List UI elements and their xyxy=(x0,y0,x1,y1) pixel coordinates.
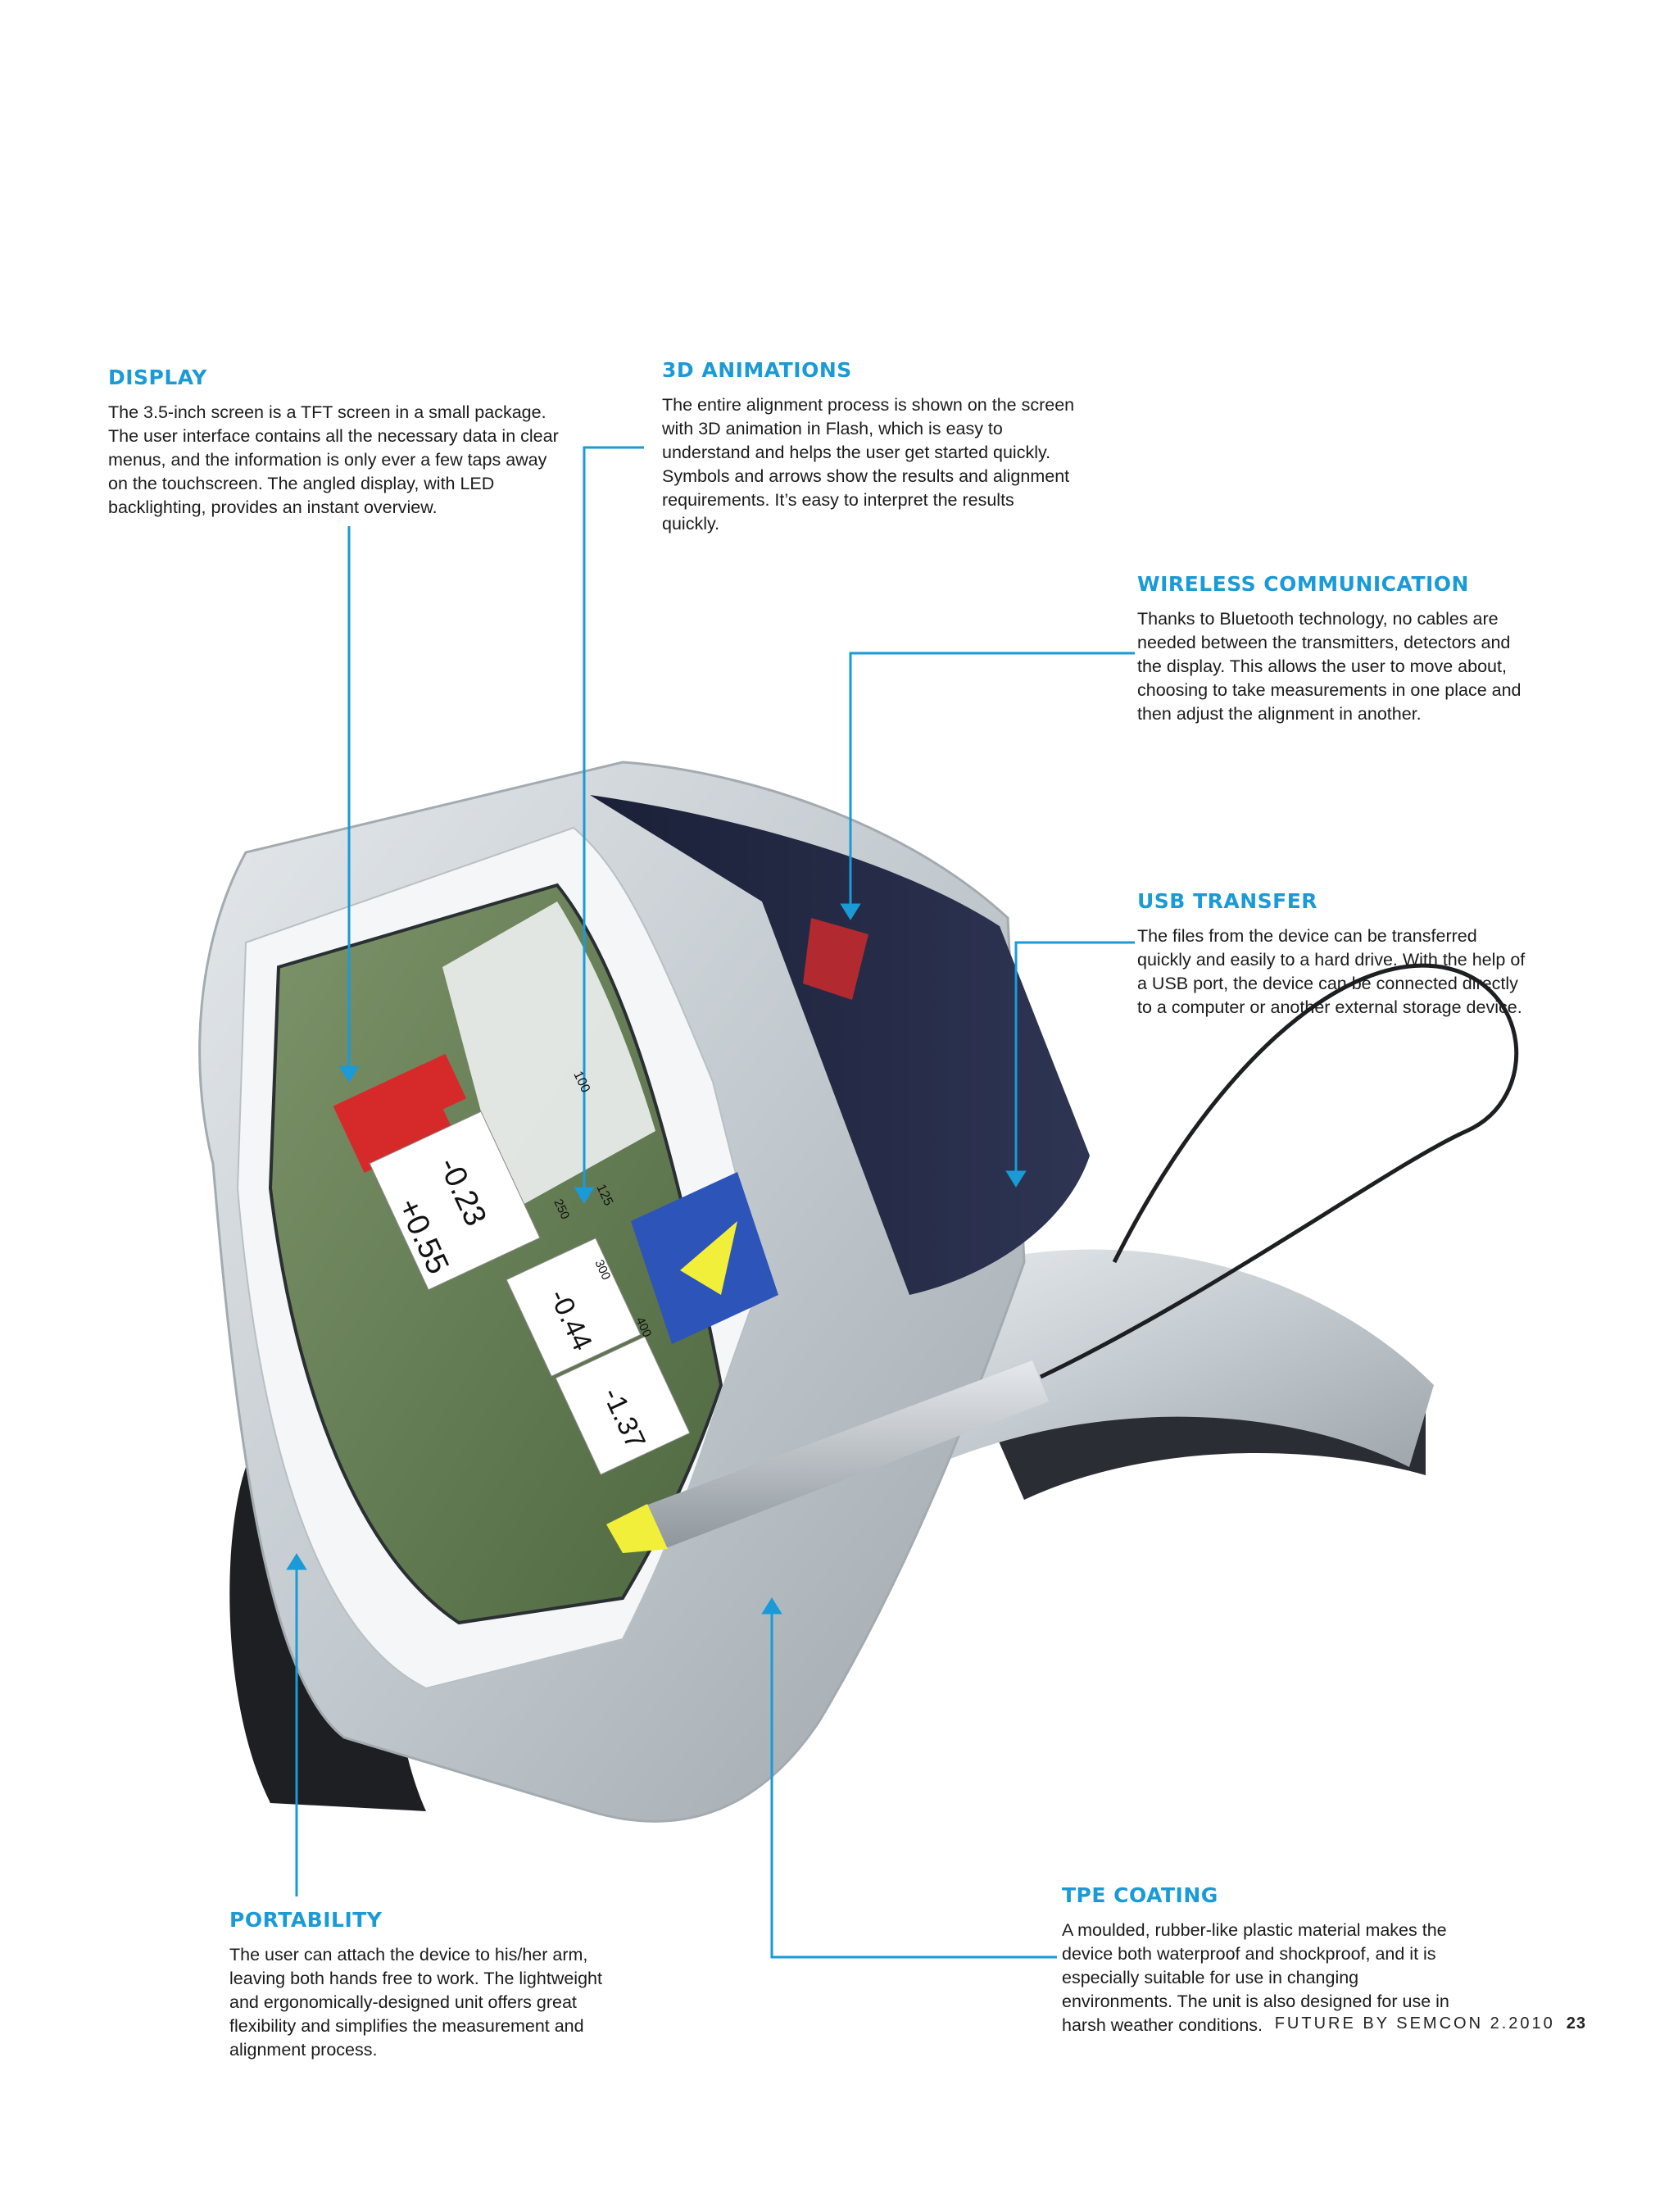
dimension-250: 250 xyxy=(551,1197,572,1222)
wireless-callout: WIRELESS COMMUNICATION Thanks to Bluetoo… xyxy=(1137,572,1531,726)
wireless-text: Thanks to Bluetooth technology, no cable… xyxy=(1137,609,1522,724)
dimension-400: 400 xyxy=(633,1315,654,1340)
value-vertical-bottom: +0.55 xyxy=(391,1193,456,1279)
page-footer: FUTURE BY SEMCON 2.2010 23 xyxy=(1275,2014,1586,2033)
tpe-leader xyxy=(770,1611,1057,1959)
tpe-heading: TPE COATING xyxy=(1062,1883,1218,1907)
animations-callout: 3D ANIMATIONS The entire alignment proce… xyxy=(662,358,1076,536)
usb-leader xyxy=(1014,941,1135,1174)
animations-heading: 3D ANIMATIONS xyxy=(662,358,852,382)
publication-name: FUTURE BY SEMCON 2.2010 xyxy=(1274,2014,1555,2033)
dimension-100: 100 xyxy=(570,1070,592,1095)
display-text: The 3.5-inch screen is a TFT screen in a… xyxy=(108,402,559,517)
stylus xyxy=(639,1360,1049,1549)
page-number: 23 xyxy=(1566,2014,1586,2033)
display-callout: DISPLAY The 3.5-inch screen is a TFT scr… xyxy=(108,366,567,520)
animations-leader xyxy=(583,446,644,1190)
wireless-heading: WIRELESS COMMUNICATION xyxy=(1137,572,1469,596)
dimension-300: 300 xyxy=(592,1258,613,1283)
usb-heading: USB TRANSFER xyxy=(1137,889,1318,913)
wireless-leader xyxy=(849,652,1135,906)
value-vertical-top: -0.23 xyxy=(432,1152,493,1231)
portability-text: The user can attach the device to his/he… xyxy=(229,1945,602,2060)
device-back-housing xyxy=(590,795,1090,1295)
tpe-text: A moulded, rubber-like plastic material … xyxy=(1062,1920,1449,2035)
animations-text: The entire alignment process is shown on… xyxy=(662,395,1075,534)
display-heading: DISPLAY xyxy=(108,366,207,389)
value-horizontal-bottom: -1.37 xyxy=(596,1383,651,1453)
dimension-125: 125 xyxy=(593,1183,615,1208)
value-horizontal-top: -0.44 xyxy=(543,1284,598,1355)
usb-text: The files from the device can be transfe… xyxy=(1137,926,1526,1017)
stylus-cable xyxy=(1039,963,1519,1379)
tpe-callout: TPE COATING A moulded, rubber-like plast… xyxy=(1062,1883,1472,2037)
portability-heading: PORTABILITY xyxy=(229,1908,383,1932)
portability-callout: PORTABILITY The user can attach the devi… xyxy=(229,1908,623,2062)
usb-callout: USB TRANSFER The files from the device c… xyxy=(1137,889,1531,1020)
stylus-tip xyxy=(606,1504,668,1553)
